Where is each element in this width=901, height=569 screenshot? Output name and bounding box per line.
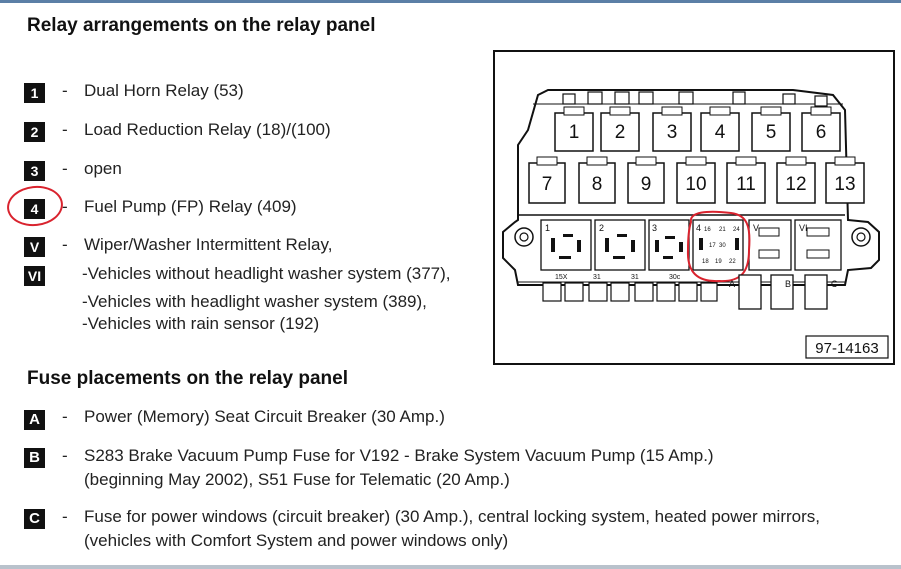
relay-base-vi: VI bbox=[794, 219, 842, 271]
relay-text-2: Load Reduction Relay (18)/(100) bbox=[84, 120, 331, 139]
relay-dash-4: - bbox=[62, 197, 68, 216]
top-tabs bbox=[562, 91, 828, 107]
figure-number-box bbox=[805, 335, 889, 359]
svg-text:VI: VI bbox=[799, 223, 808, 233]
fuse-text-a: Power (Memory) Seat Circuit Breaker (30 … bbox=[84, 407, 445, 426]
relay-dash-v: - bbox=[62, 235, 68, 254]
bottom-slot-label-12: 12 bbox=[785, 174, 806, 195]
bottom-slot-label-11: 11 bbox=[736, 174, 756, 195]
relay-badge-vi: VI bbox=[24, 266, 45, 286]
relay-base-v: V bbox=[748, 219, 792, 271]
svg-text:4: 4 bbox=[696, 223, 701, 233]
relay-text-1: Dual Horn Relay (53) bbox=[84, 81, 244, 100]
relay-badge-v: V bbox=[24, 237, 45, 257]
relay-base-2: 2 bbox=[594, 219, 646, 271]
relay-base-3: 3 bbox=[648, 219, 690, 271]
mounting-holes bbox=[514, 227, 871, 247]
svg-text:V: V bbox=[753, 223, 759, 233]
window-bottom-border bbox=[0, 565, 901, 569]
figure-number: 97-14163 bbox=[815, 340, 878, 357]
window-top-border bbox=[0, 0, 901, 3]
top-slot-3: 3 bbox=[652, 106, 692, 152]
top-slot-label-4: 4 bbox=[715, 122, 726, 143]
top-slot-2: 2 bbox=[600, 106, 640, 152]
svg-text:30c: 30c bbox=[669, 274, 681, 281]
relay-dash-2: - bbox=[62, 120, 68, 139]
bottom-slot-label-13: 13 bbox=[834, 174, 855, 195]
svg-text:16: 16 bbox=[704, 227, 711, 233]
svg-text:3: 3 bbox=[652, 223, 657, 233]
relay-text-3: open bbox=[84, 159, 122, 178]
fuse-holders: A B C bbox=[729, 274, 838, 310]
diagram-border bbox=[493, 50, 895, 365]
fuse-badge-c: C bbox=[24, 509, 45, 529]
fuse-text-c-line2: (vehicles with Comfort System and power … bbox=[84, 531, 509, 550]
relay-4-red-annotation bbox=[686, 210, 751, 283]
bottom-slot-12: 12 bbox=[776, 156, 816, 204]
terminal-strip: 15X 31 31 30c bbox=[542, 274, 718, 302]
relay-text-vi: -Vehicles without headlight washer syste… bbox=[82, 264, 451, 283]
relay-dash-1: - bbox=[62, 81, 68, 100]
fuse-holder-label-c: C bbox=[831, 279, 838, 289]
relay-section-heading: Relay arrangements on the relay panel bbox=[27, 15, 376, 36]
fuse-text-b-line2: (beginning May 2002), S51 Fuse for Telem… bbox=[84, 470, 510, 489]
relay-text-v: Wiper/Washer Intermittent Relay, bbox=[84, 235, 333, 254]
panel-outline bbox=[502, 89, 880, 286]
fuse-section-heading: Fuse placements on the relay panel bbox=[27, 368, 348, 389]
bottom-slot-label-10: 10 bbox=[685, 174, 706, 195]
fuse-dash-a: - bbox=[62, 407, 68, 426]
bottom-slot-13: 13 bbox=[825, 156, 865, 204]
relay-badge-4: 4 bbox=[24, 199, 45, 219]
relay-badge-1: 1 bbox=[24, 83, 45, 103]
top-slot-label-3: 3 bbox=[667, 122, 678, 143]
bottom-slot-label-8: 8 bbox=[592, 174, 603, 195]
svg-text:1: 1 bbox=[545, 223, 550, 233]
relay-subline-2: -Vehicles with rain sensor (192) bbox=[82, 314, 320, 333]
relay-badge-3: 3 bbox=[24, 161, 45, 181]
relay-base-4: 4 16 21 24 17 30 18 19 22 bbox=[692, 219, 744, 271]
bottom-slot-label-7: 7 bbox=[542, 174, 553, 195]
bottom-slot-10: 10 bbox=[676, 156, 716, 204]
top-slot-label-5: 5 bbox=[766, 122, 777, 143]
relay-text-4: Fuel Pump (FP) Relay (409) bbox=[84, 197, 297, 216]
svg-text:31: 31 bbox=[631, 274, 639, 281]
svg-text:22: 22 bbox=[729, 259, 736, 265]
bottom-slot-8: 8 bbox=[578, 156, 616, 204]
fuse-text-b-line1: S283 Brake Vacuum Pump Fuse for V192 - B… bbox=[84, 446, 714, 465]
fuse-dash-c: - bbox=[62, 507, 68, 526]
relay-base-1: 1 bbox=[540, 219, 592, 271]
svg-text:30: 30 bbox=[719, 243, 726, 249]
fuse-text-c-line1: Fuse for power windows (circuit breaker)… bbox=[84, 507, 820, 526]
top-slot-label-6: 6 bbox=[816, 122, 827, 143]
relay-badge-2: 2 bbox=[24, 122, 45, 142]
svg-text:18: 18 bbox=[702, 259, 709, 265]
bottom-slot-9: 9 bbox=[627, 156, 665, 204]
fuse-badge-a: A bbox=[24, 410, 45, 430]
top-slot-label-1: 1 bbox=[569, 122, 580, 143]
top-slot-6: 6 bbox=[801, 106, 841, 152]
svg-text:17: 17 bbox=[709, 243, 716, 249]
relay-dash-3: - bbox=[62, 159, 68, 178]
fuse-holder-label-a: A bbox=[729, 279, 735, 289]
svg-text:24: 24 bbox=[733, 227, 740, 233]
svg-text:31: 31 bbox=[593, 274, 601, 281]
top-slot-label-2: 2 bbox=[615, 122, 626, 143]
fuse-badge-b: B bbox=[24, 448, 45, 468]
bottom-slot-label-9: 9 bbox=[641, 174, 652, 195]
red-circle-annotation bbox=[5, 183, 65, 229]
top-slot-5: 5 bbox=[751, 106, 791, 152]
fuse-dash-b: - bbox=[62, 446, 68, 465]
svg-text:21: 21 bbox=[719, 227, 726, 233]
bottom-slot-11: 11 bbox=[726, 156, 766, 204]
svg-text:19: 19 bbox=[715, 259, 722, 265]
relay-subline-1: -Vehicles with headlight washer system (… bbox=[82, 292, 427, 311]
fuse-holder-label-b: B bbox=[785, 279, 791, 289]
svg-text:2: 2 bbox=[599, 223, 604, 233]
bottom-slot-7: 7 bbox=[528, 156, 566, 204]
top-slot-4: 4 bbox=[700, 106, 740, 152]
relay-panel-diagram: 1 2 3 4 5 6 7 8 9 bbox=[493, 50, 895, 365]
top-slot-1: 1 bbox=[554, 106, 594, 152]
svg-text:15X: 15X bbox=[555, 274, 568, 281]
